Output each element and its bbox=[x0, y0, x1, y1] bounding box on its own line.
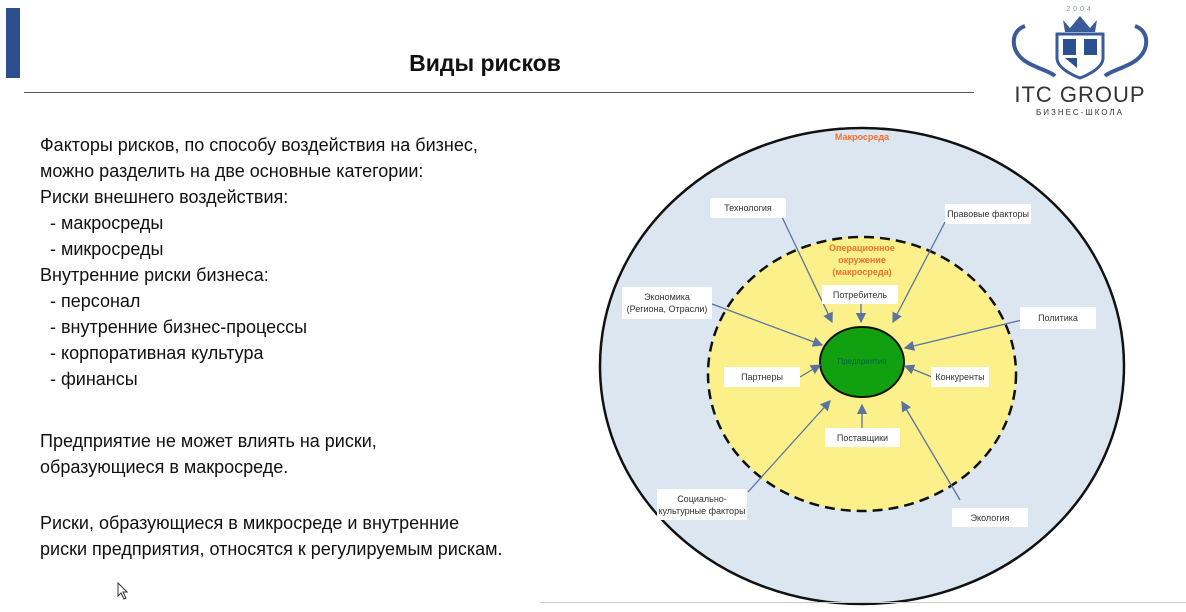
mouse-cursor-icon bbox=[117, 582, 129, 600]
enterprise-label: Предприятие bbox=[837, 357, 887, 366]
note-line: образующиеся в макросреде. bbox=[40, 457, 289, 477]
factor-economy: Экономика (Региона, Отрасли) bbox=[622, 287, 712, 319]
factor-suppliers: Поставщики bbox=[825, 428, 900, 447]
label-line: окружение bbox=[838, 255, 886, 265]
arrow bbox=[901, 400, 961, 501]
label-line: культурные факторы bbox=[658, 505, 746, 516]
list-item: - персонал bbox=[50, 291, 141, 311]
note-macro: Предприятие не может влиять на риски, об… bbox=[40, 428, 377, 480]
factor-competitors: Конкуренты bbox=[931, 367, 989, 387]
arrow bbox=[711, 303, 824, 347]
note-line: Предприятие не может влиять на риски, bbox=[40, 431, 377, 451]
label-line: (Региона, Отрасли) bbox=[626, 304, 708, 314]
list-item: - финансы bbox=[50, 369, 138, 389]
arrow bbox=[799, 364, 822, 378]
label-line: Экономика bbox=[644, 292, 690, 302]
arrow bbox=[781, 216, 833, 324]
factor-technology: Технология bbox=[710, 198, 786, 218]
arrows bbox=[711, 216, 1023, 501]
macro-environment-label: Макросреда bbox=[834, 132, 890, 142]
note-micro: Риски, образующиеся в микросреде и внутр… bbox=[40, 510, 502, 562]
list-item: - корпоративная культура bbox=[50, 343, 264, 363]
label-line: Операционное bbox=[829, 243, 895, 253]
arrow bbox=[903, 364, 933, 378]
intro-line: Факторы рисков, по способу воздействия н… bbox=[40, 135, 478, 155]
note-line: риски предприятия, относятся к регулируе… bbox=[40, 539, 503, 559]
arrow bbox=[747, 400, 831, 493]
operational-environment-label: Операционное окружение (макросреда) bbox=[800, 242, 924, 278]
factor-politics: Политика bbox=[1020, 307, 1096, 329]
arrow bbox=[903, 319, 1023, 351]
factor-legal: Правовые факторы bbox=[945, 204, 1031, 224]
list-item: - микросреды bbox=[50, 239, 164, 259]
factor-consumer: Потребитель bbox=[822, 285, 898, 304]
list-item: - внутренние бизнес-процессы bbox=[50, 317, 308, 337]
page-title: Виды рисков bbox=[409, 50, 561, 76]
label-line: Социально- bbox=[677, 493, 727, 504]
logo-year: 2004 bbox=[1066, 6, 1094, 13]
factor-partners: Партнеры bbox=[724, 367, 800, 387]
list-item: - макросреды bbox=[50, 213, 164, 233]
note-line: Риски, образующиеся в микросреде и внутр… bbox=[40, 513, 460, 533]
itc-group-logo: 2004 ITC GROUP БИЗНЕС-ШКОЛА bbox=[995, 6, 1165, 118]
external-heading: Риски внешнего воздействия: bbox=[40, 187, 289, 207]
arrow bbox=[892, 221, 946, 324]
bottom-divider bbox=[540, 602, 1186, 603]
logo-subtitle: БИЗНЕС-ШКОЛА bbox=[1035, 108, 1124, 117]
factor-social: Социально- культурные факторы bbox=[657, 489, 747, 520]
intro-line: можно разделить на две основные категори… bbox=[40, 161, 424, 181]
title-divider bbox=[24, 92, 974, 93]
internal-heading: Внутренние риски бизнеса: bbox=[40, 265, 269, 285]
factor-ecology: Экология bbox=[952, 508, 1028, 527]
slide-body: Факторы рисков, по способу воздействия н… bbox=[40, 132, 478, 392]
crest-icon bbox=[1011, 16, 1149, 80]
logo-name: ITC GROUP bbox=[1014, 82, 1146, 107]
enterprise-circle bbox=[819, 326, 905, 398]
label-line: (макросреда) bbox=[832, 267, 892, 277]
accent-bar bbox=[6, 8, 20, 78]
